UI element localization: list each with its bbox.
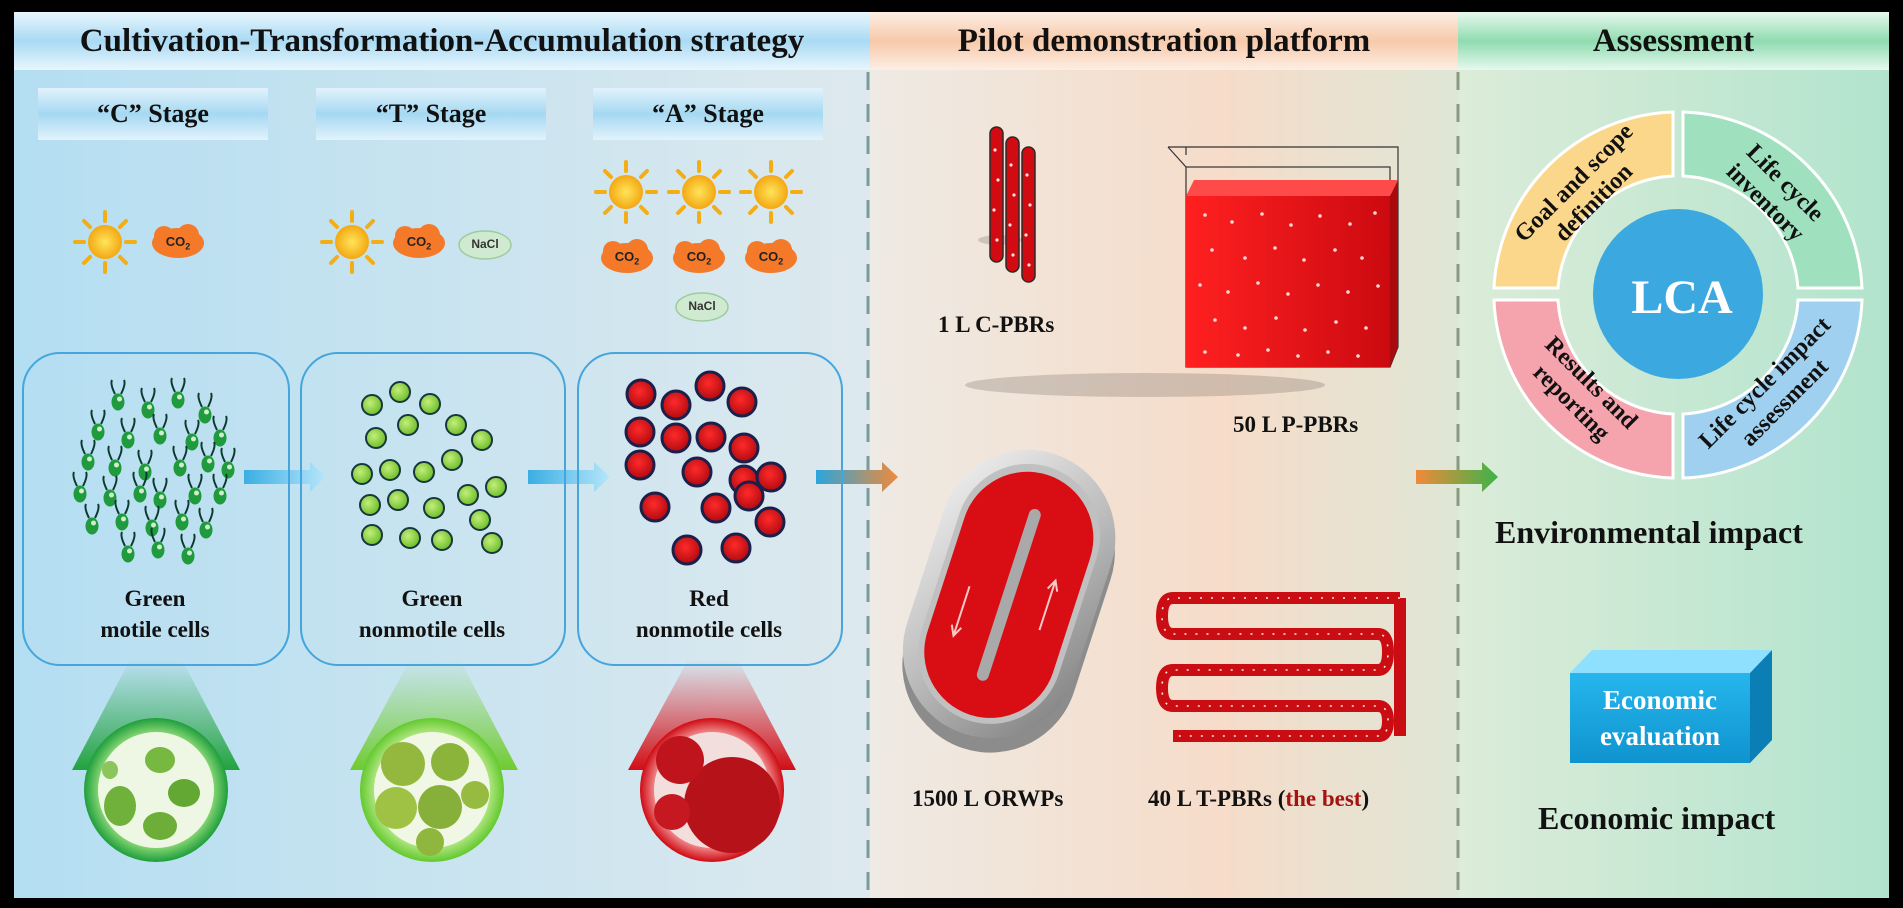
micrograph-green-motile bbox=[84, 718, 228, 862]
co2-label: CO2 bbox=[614, 249, 640, 267]
co2-label: CO2 bbox=[758, 249, 784, 267]
nacl-label: NaCl bbox=[688, 299, 716, 313]
reactor-label-t-pbr: 40 L T-PBRs (the best) bbox=[1148, 786, 1370, 811]
best-highlight: the best bbox=[1285, 786, 1362, 811]
stage-label-c: “C” Stage bbox=[97, 99, 209, 128]
lca-center-label: LCA bbox=[1631, 271, 1733, 324]
section-title-cta: Cultivation-Transformation-Accumulation … bbox=[79, 22, 805, 59]
arrow-to-assessment bbox=[1416, 462, 1498, 492]
impact-segment bbox=[1681, 298, 1864, 480]
micrograph-red-nonmotile bbox=[640, 718, 784, 862]
stage-box-a bbox=[577, 352, 843, 666]
co2-label: CO2 bbox=[686, 249, 712, 267]
stage-label-t: “T” Stage bbox=[375, 99, 487, 128]
stage-box-c bbox=[22, 352, 290, 666]
section-title-assessment: Assessment bbox=[1592, 22, 1755, 59]
goal-segment bbox=[1492, 110, 1675, 290]
lca-center-circle bbox=[1593, 209, 1763, 379]
inventory-segment bbox=[1681, 110, 1864, 290]
green-cell-cluster bbox=[351, 381, 507, 554]
lca-ring-diagram bbox=[1492, 110, 1864, 480]
co2-label: CO2 bbox=[406, 234, 432, 252]
arrow-t-to-a bbox=[528, 462, 610, 492]
economic-box-shape bbox=[1570, 650, 1772, 763]
arrow-to-pilot bbox=[816, 462, 898, 492]
c-pbr-tubes bbox=[978, 126, 1036, 283]
stage-box-t bbox=[300, 352, 566, 666]
reactor-label-orwp: 1500 L ORWPs bbox=[912, 786, 1064, 811]
stage-label-a: “A” Stage bbox=[652, 99, 764, 128]
results-segment bbox=[1492, 298, 1675, 480]
t-pbr-serpentine bbox=[1155, 592, 1406, 742]
orwp-raceway-pond bbox=[902, 449, 1116, 753]
section-title-pilot: Pilot demonstration platform bbox=[957, 22, 1371, 59]
p-pbr-tank bbox=[965, 146, 1399, 397]
environmental-impact-label: Environmental impact bbox=[1495, 514, 1803, 550]
co2-label: CO2 bbox=[165, 234, 191, 252]
micrograph-green-nonmotile bbox=[360, 718, 504, 862]
reactor-label-c-pbr: 1 L C-PBRs bbox=[938, 312, 1055, 337]
nacl-label: NaCl bbox=[471, 237, 499, 251]
red-cell-cluster bbox=[624, 370, 787, 566]
reactor-label-p-pbr: 50 L P-PBRs bbox=[1233, 412, 1359, 437]
arrow-c-to-t bbox=[244, 462, 326, 492]
economic-impact-label: Economic impact bbox=[1538, 800, 1776, 836]
